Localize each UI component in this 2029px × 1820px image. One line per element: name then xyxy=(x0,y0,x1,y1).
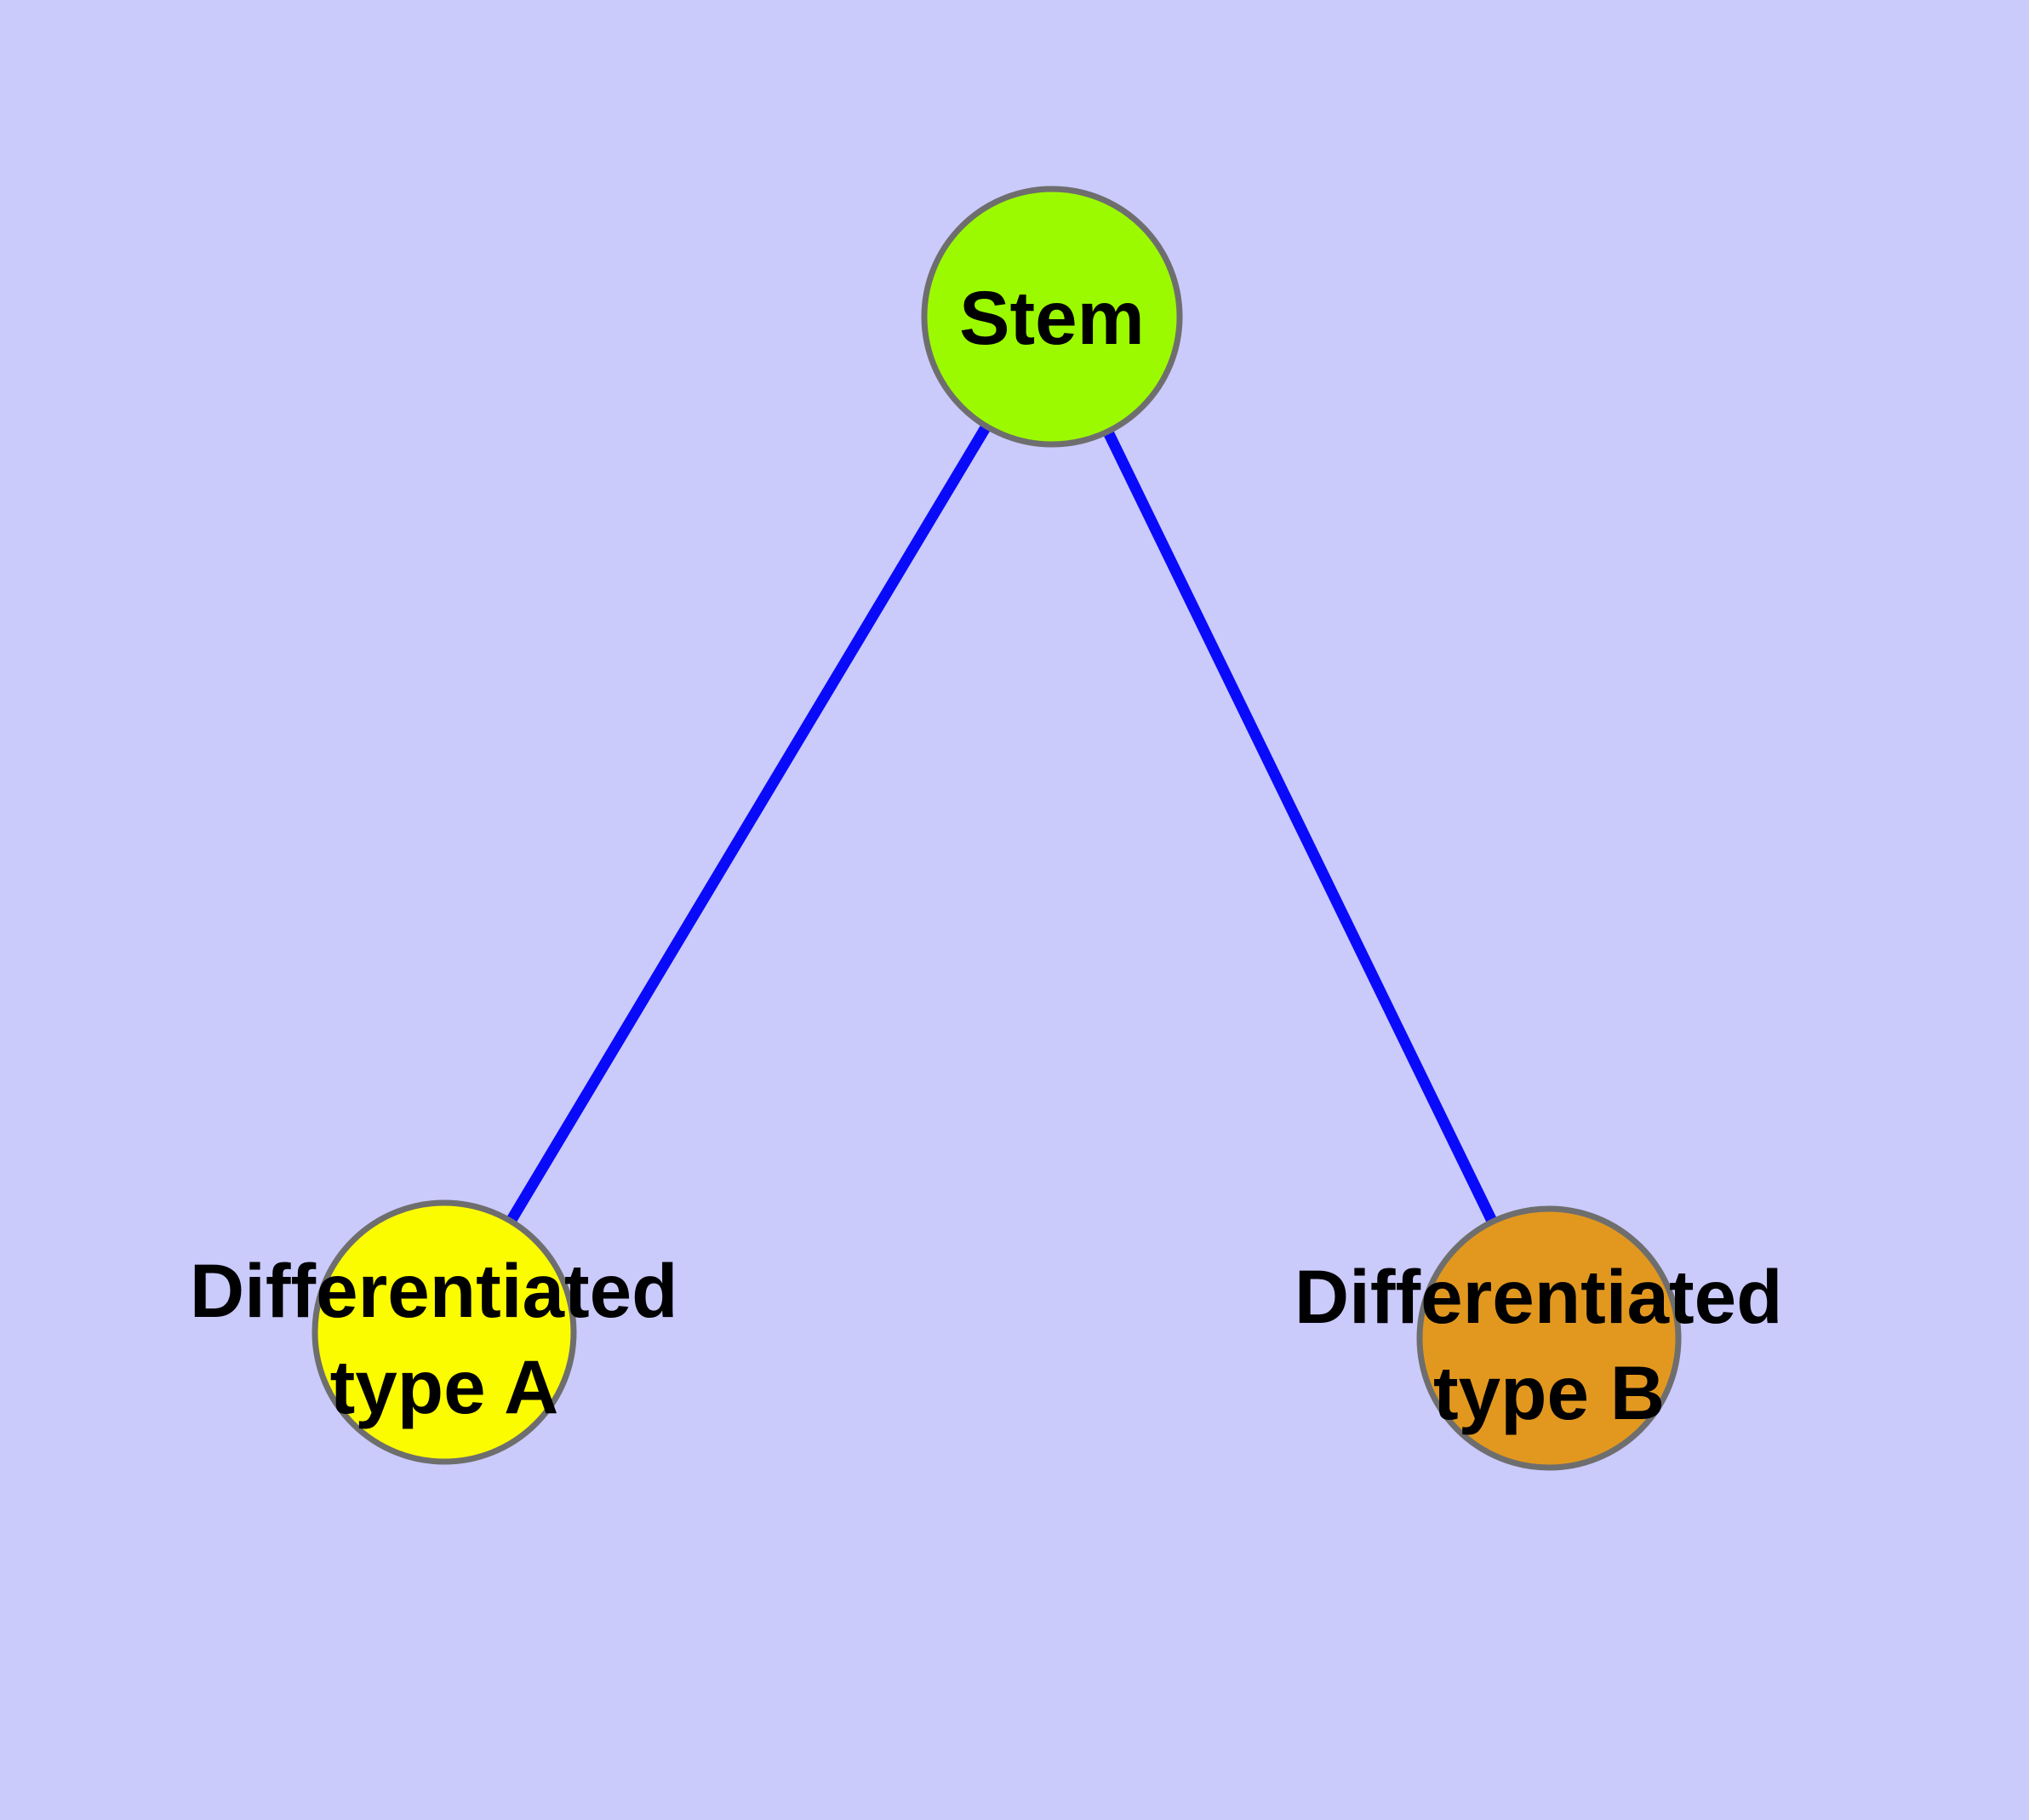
node-type-a-label-line1: Differentiated xyxy=(190,1248,678,1333)
edge-stem-to-type-b xyxy=(1047,314,1554,1341)
edge-stem-to-type-a xyxy=(439,313,1057,1336)
node-type-b-label: Differentiated type B xyxy=(1295,1254,1803,1435)
node-type-b xyxy=(1416,1205,1682,1471)
node-type-a-label: Differentiated type A xyxy=(190,1248,699,1429)
node-stem xyxy=(921,186,1183,448)
node-type-b-label-line2: type B xyxy=(1433,1350,1665,1435)
node-type-a-label-line2: type A xyxy=(330,1344,559,1429)
node-stem-label: Stem xyxy=(959,275,1145,360)
node-type-a xyxy=(311,1199,577,1465)
node-type-b-label-line1: Differentiated xyxy=(1295,1254,1783,1339)
